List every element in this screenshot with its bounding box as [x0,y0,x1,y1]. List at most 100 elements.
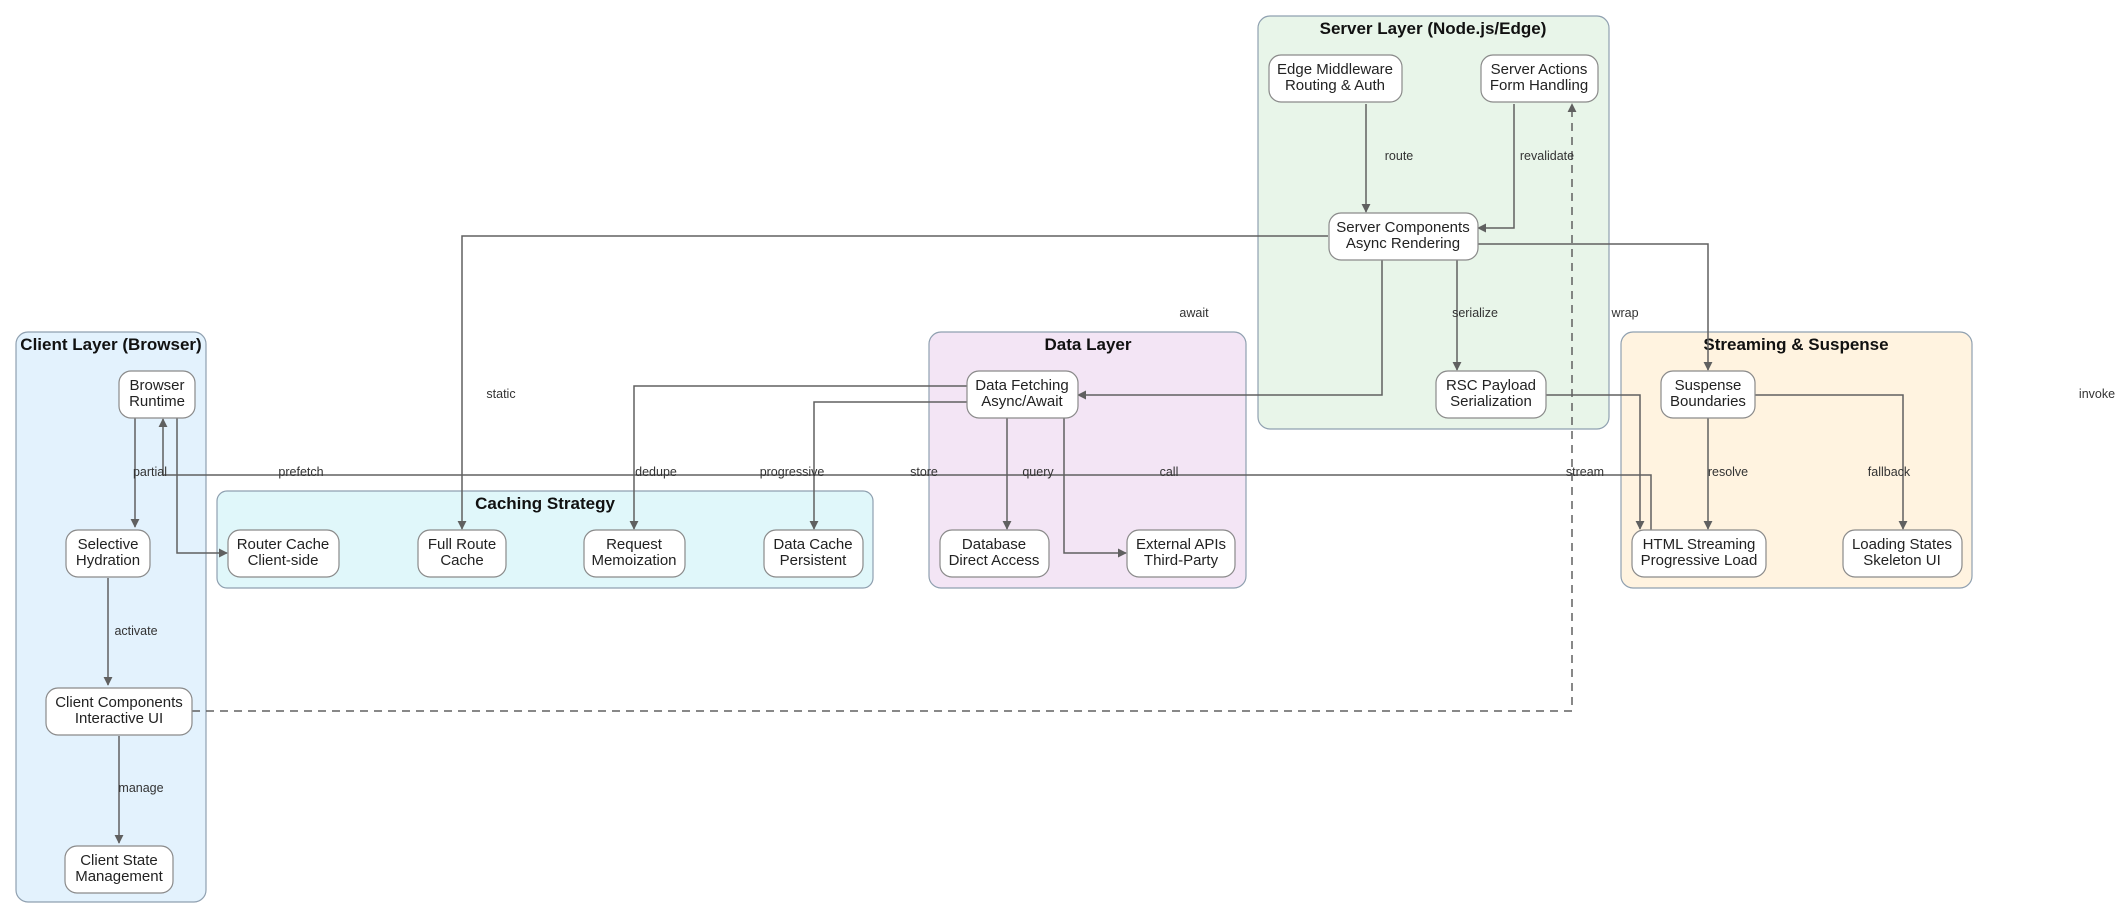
node-selective-hydration[interactable]: Selective Hydration [65,529,151,578]
node-full-route-cache[interactable]: Full Route Cache [417,529,507,578]
node-html-streaming[interactable]: HTML Streaming Progressive Load [1631,529,1767,578]
edge-label-await: await [1179,306,1209,320]
group-data-layer-title: Data Layer [1045,335,1132,354]
node-full-route-cache-line1: Full Route [428,536,496,553]
node-client-components-line1: Client Components [55,694,183,711]
node-client-state-line1: Client State [80,852,158,869]
node-client-components-line2: Interactive UI [75,710,163,727]
edge-label-invoke: invoke [2079,387,2115,401]
edge-label-resolve: resolve [1708,465,1748,479]
node-data-cache-box[interactable] [763,529,864,578]
node-selective-hydration-box[interactable] [65,529,151,578]
node-rsc-payload[interactable]: RSC Payload Serialization [1435,370,1547,419]
edge-label-activate: activate [114,624,157,638]
node-data-cache[interactable]: Data Cache Persistent [763,529,864,578]
node-edge-middleware[interactable]: Edge Middleware Routing & Auth [1268,54,1403,103]
edges [103,103,1908,844]
node-router-cache-box[interactable] [227,529,340,578]
node-html-streaming-line2: Progressive Load [1641,552,1758,569]
edge-rsc-to-html-streaming [1546,394,1645,530]
edge-label-fallback: fallback [1868,465,1911,479]
node-rsc-payload-line2: Serialization [1450,393,1532,410]
node-full-route-cache-box[interactable] [417,529,507,578]
node-external-apis-box[interactable] [1126,529,1236,578]
edge-server-actions-to-server-components [1477,104,1515,233]
edge-label-query: query [1022,465,1054,479]
node-client-state[interactable]: Client State Management [64,845,174,894]
node-request-memoization-box[interactable] [583,529,686,578]
node-database-box[interactable] [939,529,1050,578]
node-edge-middleware-line2: Routing & Auth [1285,77,1385,94]
edge-label-progressive: progressive [760,465,825,479]
node-html-streaming-box[interactable] [1631,529,1767,578]
node-data-fetching-line1: Data Fetching [975,377,1068,394]
node-server-actions-box[interactable] [1480,54,1599,103]
node-suspense-boundaries-box[interactable] [1660,370,1756,419]
node-rsc-payload-line1: RSC Payload [1446,377,1536,394]
node-data-fetching-box[interactable] [966,370,1079,419]
edge-label-serialize: serialize [1452,306,1498,320]
edge-labels: partial prefetch activate manage route r… [114,149,2115,795]
edge-data-fetching-to-data-cache [809,401,968,530]
edge-label-call: call [1160,465,1179,479]
node-server-actions[interactable]: Server Actions Form Handling [1480,54,1599,103]
node-server-components-box[interactable] [1328,212,1479,261]
group-server-layer-title: Server Layer (Node.js/Edge) [1320,19,1547,38]
group-client-layer: Client Layer (Browser) [15,331,207,903]
node-router-cache-line1: Router Cache [237,536,330,553]
node-server-components[interactable]: Server Components Async Rendering [1328,212,1479,261]
node-client-components[interactable]: Client Components Interactive UI [45,687,193,736]
node-loading-states-line2: Skeleton UI [1863,552,1941,569]
edge-label-static: static [486,387,515,401]
node-html-streaming-line1: HTML Streaming [1643,536,1756,553]
node-edge-middleware-line1: Edge Middleware [1277,61,1393,78]
node-loading-states[interactable]: Loading States Skeleton UI [1842,529,1963,578]
edge-server-components-to-suspense [1478,243,1713,371]
edge-server-components-to-full-route-cache [457,235,1328,530]
node-rsc-payload-box[interactable] [1435,370,1547,419]
node-server-components-line1: Server Components [1336,219,1469,236]
node-external-apis[interactable]: External APIs Third-Party [1126,529,1236,578]
node-browser-runtime-line2: Runtime [129,393,185,410]
edge-label-route: route [1385,149,1414,163]
node-database[interactable]: Database Direct Access [939,529,1050,578]
node-client-components-box[interactable] [45,687,193,736]
group-client-layer-title: Client Layer (Browser) [20,335,201,354]
edge-server-components-to-data-fetching [1077,260,1383,400]
node-request-memoization-line2: Memoization [591,552,676,569]
node-suspense-boundaries-line2: Boundaries [1670,393,1746,410]
node-server-actions-line2: Form Handling [1490,77,1588,94]
node-edge-middleware-box[interactable] [1268,54,1403,103]
node-suspense-boundaries[interactable]: Suspense Boundaries [1660,370,1756,419]
node-external-apis-line2: Third-Party [1144,552,1219,569]
node-suspense-boundaries-line1: Suspense [1675,377,1742,394]
node-selective-hydration-line1: Selective [78,536,139,553]
node-data-fetching[interactable]: Data Fetching Async/Await [966,370,1079,419]
node-browser-runtime[interactable]: Browser Runtime [118,370,196,419]
edge-data-fetching-to-memoization [629,385,968,530]
group-streaming-suspense-title: Streaming & Suspense [1703,335,1888,354]
edge-label-wrap: wrap [1610,306,1638,320]
edge-label-prefetch: prefetch [278,465,323,479]
node-client-state-box[interactable] [64,845,174,894]
node-router-cache[interactable]: Router Cache Client-side [227,529,340,578]
node-data-cache-line2: Persistent [780,552,848,569]
edge-label-stream: stream [1566,465,1604,479]
node-external-apis-line1: External APIs [1136,536,1226,553]
node-data-fetching-line2: Async/Await [981,393,1063,410]
group-caching-strategy: Caching Strategy [216,490,874,589]
group-caching-strategy-title: Caching Strategy [475,494,615,513]
node-request-memoization[interactable]: Request Memoization [583,529,686,578]
edge-label-dedupe: dedupe [635,465,677,479]
node-loading-states-box[interactable] [1842,529,1963,578]
edge-streaming-to-runtime [158,418,1652,530]
node-browser-runtime-line1: Browser [129,377,184,394]
node-browser-runtime-box[interactable] [118,370,196,419]
node-client-state-line2: Management [75,868,163,885]
edge-label-manage: manage [118,781,163,795]
node-full-route-cache-line2: Cache [440,552,483,569]
node-loading-states-line1: Loading States [1852,536,1952,553]
node-data-cache-line1: Data Cache [773,536,852,553]
